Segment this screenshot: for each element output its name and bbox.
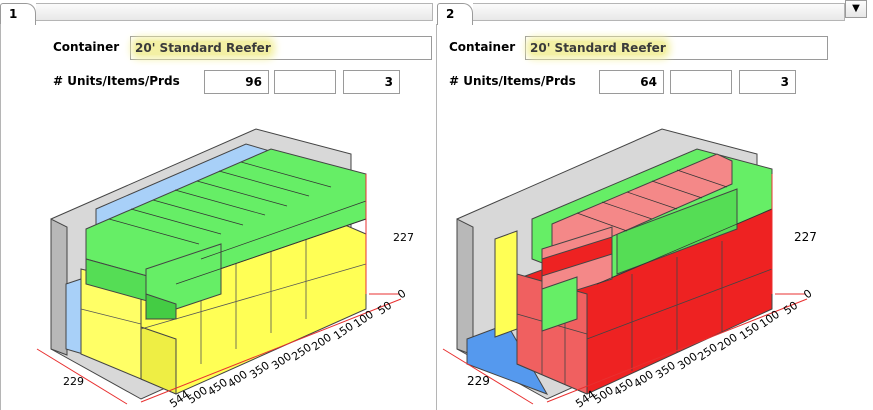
- container-end-wall: [50, 218, 68, 356]
- height-axis-label: 227: [393, 231, 414, 244]
- container-value: 20' Standard Reefer: [135, 41, 271, 55]
- cargo-green-stack-face: [145, 293, 177, 320]
- height-axis-label: 227: [794, 230, 817, 244]
- cargo-yellow-face: [140, 326, 177, 395]
- container-value: 20' Standard Reefer: [530, 41, 666, 55]
- length-tick: 350: [247, 359, 272, 382]
- units-field[interactable]: 64: [599, 70, 664, 94]
- tab-1[interactable]: 1: [0, 3, 36, 25]
- axes: [36, 174, 402, 405]
- tab-bar: 1 2 ▼: [0, 0, 873, 25]
- chevron-down-icon[interactable]: ▼: [845, 0, 867, 18]
- units-field[interactable]: 96: [204, 70, 269, 94]
- items-field[interactable]: [274, 70, 336, 94]
- scenario-panel-1: Container 20' Standard Reefer # Units/It…: [0, 24, 435, 410]
- load-3d-view[interactable]: 227 229 0 50 100 150 200 250 300 350 400…: [1, 109, 436, 409]
- cargo-top-grid: [576, 169, 773, 285]
- cargo-yellow: [494, 230, 518, 338]
- container-field[interactable]: 20' Standard Reefer: [130, 36, 432, 60]
- container-label: Container: [53, 40, 120, 54]
- width-axis-label: 229: [467, 374, 490, 388]
- tab-2[interactable]: 2: [437, 3, 473, 25]
- container-field[interactable]: 20' Standard Reefer: [525, 36, 828, 60]
- width-axis-label: 229: [63, 375, 84, 388]
- units-label: # Units/Items/Prds: [449, 74, 576, 88]
- cargo-green-side: [616, 188, 738, 275]
- cargo-red-strip: [541, 236, 613, 277]
- axes: [442, 174, 808, 405]
- tab-strip-left: [36, 3, 433, 21]
- cargo-green-small: [541, 276, 578, 332]
- tab-2-label: 2: [446, 7, 455, 21]
- length-tick: 50: [375, 299, 394, 318]
- load-3d-view[interactable]: 227 229 0 50 100 150 200 250 300 350 400…: [437, 109, 872, 409]
- scenario-panel-2: Container 20' Standard Reefer # Units/It…: [436, 24, 871, 410]
- container-label: Container: [449, 40, 516, 54]
- length-tick: 0: [801, 287, 814, 302]
- length-tick: 50: [781, 299, 800, 318]
- length-tick: 0: [395, 287, 408, 302]
- cargo-green-grid: [108, 161, 367, 285]
- prds-field[interactable]: 3: [343, 70, 400, 94]
- tab-1-label: 1: [9, 7, 18, 21]
- items-field[interactable]: [670, 70, 732, 94]
- container-end-wall: [456, 218, 474, 356]
- prds-field[interactable]: 3: [739, 70, 796, 94]
- container-floor: [466, 323, 549, 395]
- tab-strip-right: [473, 3, 845, 21]
- units-label: # Units/Items/Prds: [53, 74, 180, 88]
